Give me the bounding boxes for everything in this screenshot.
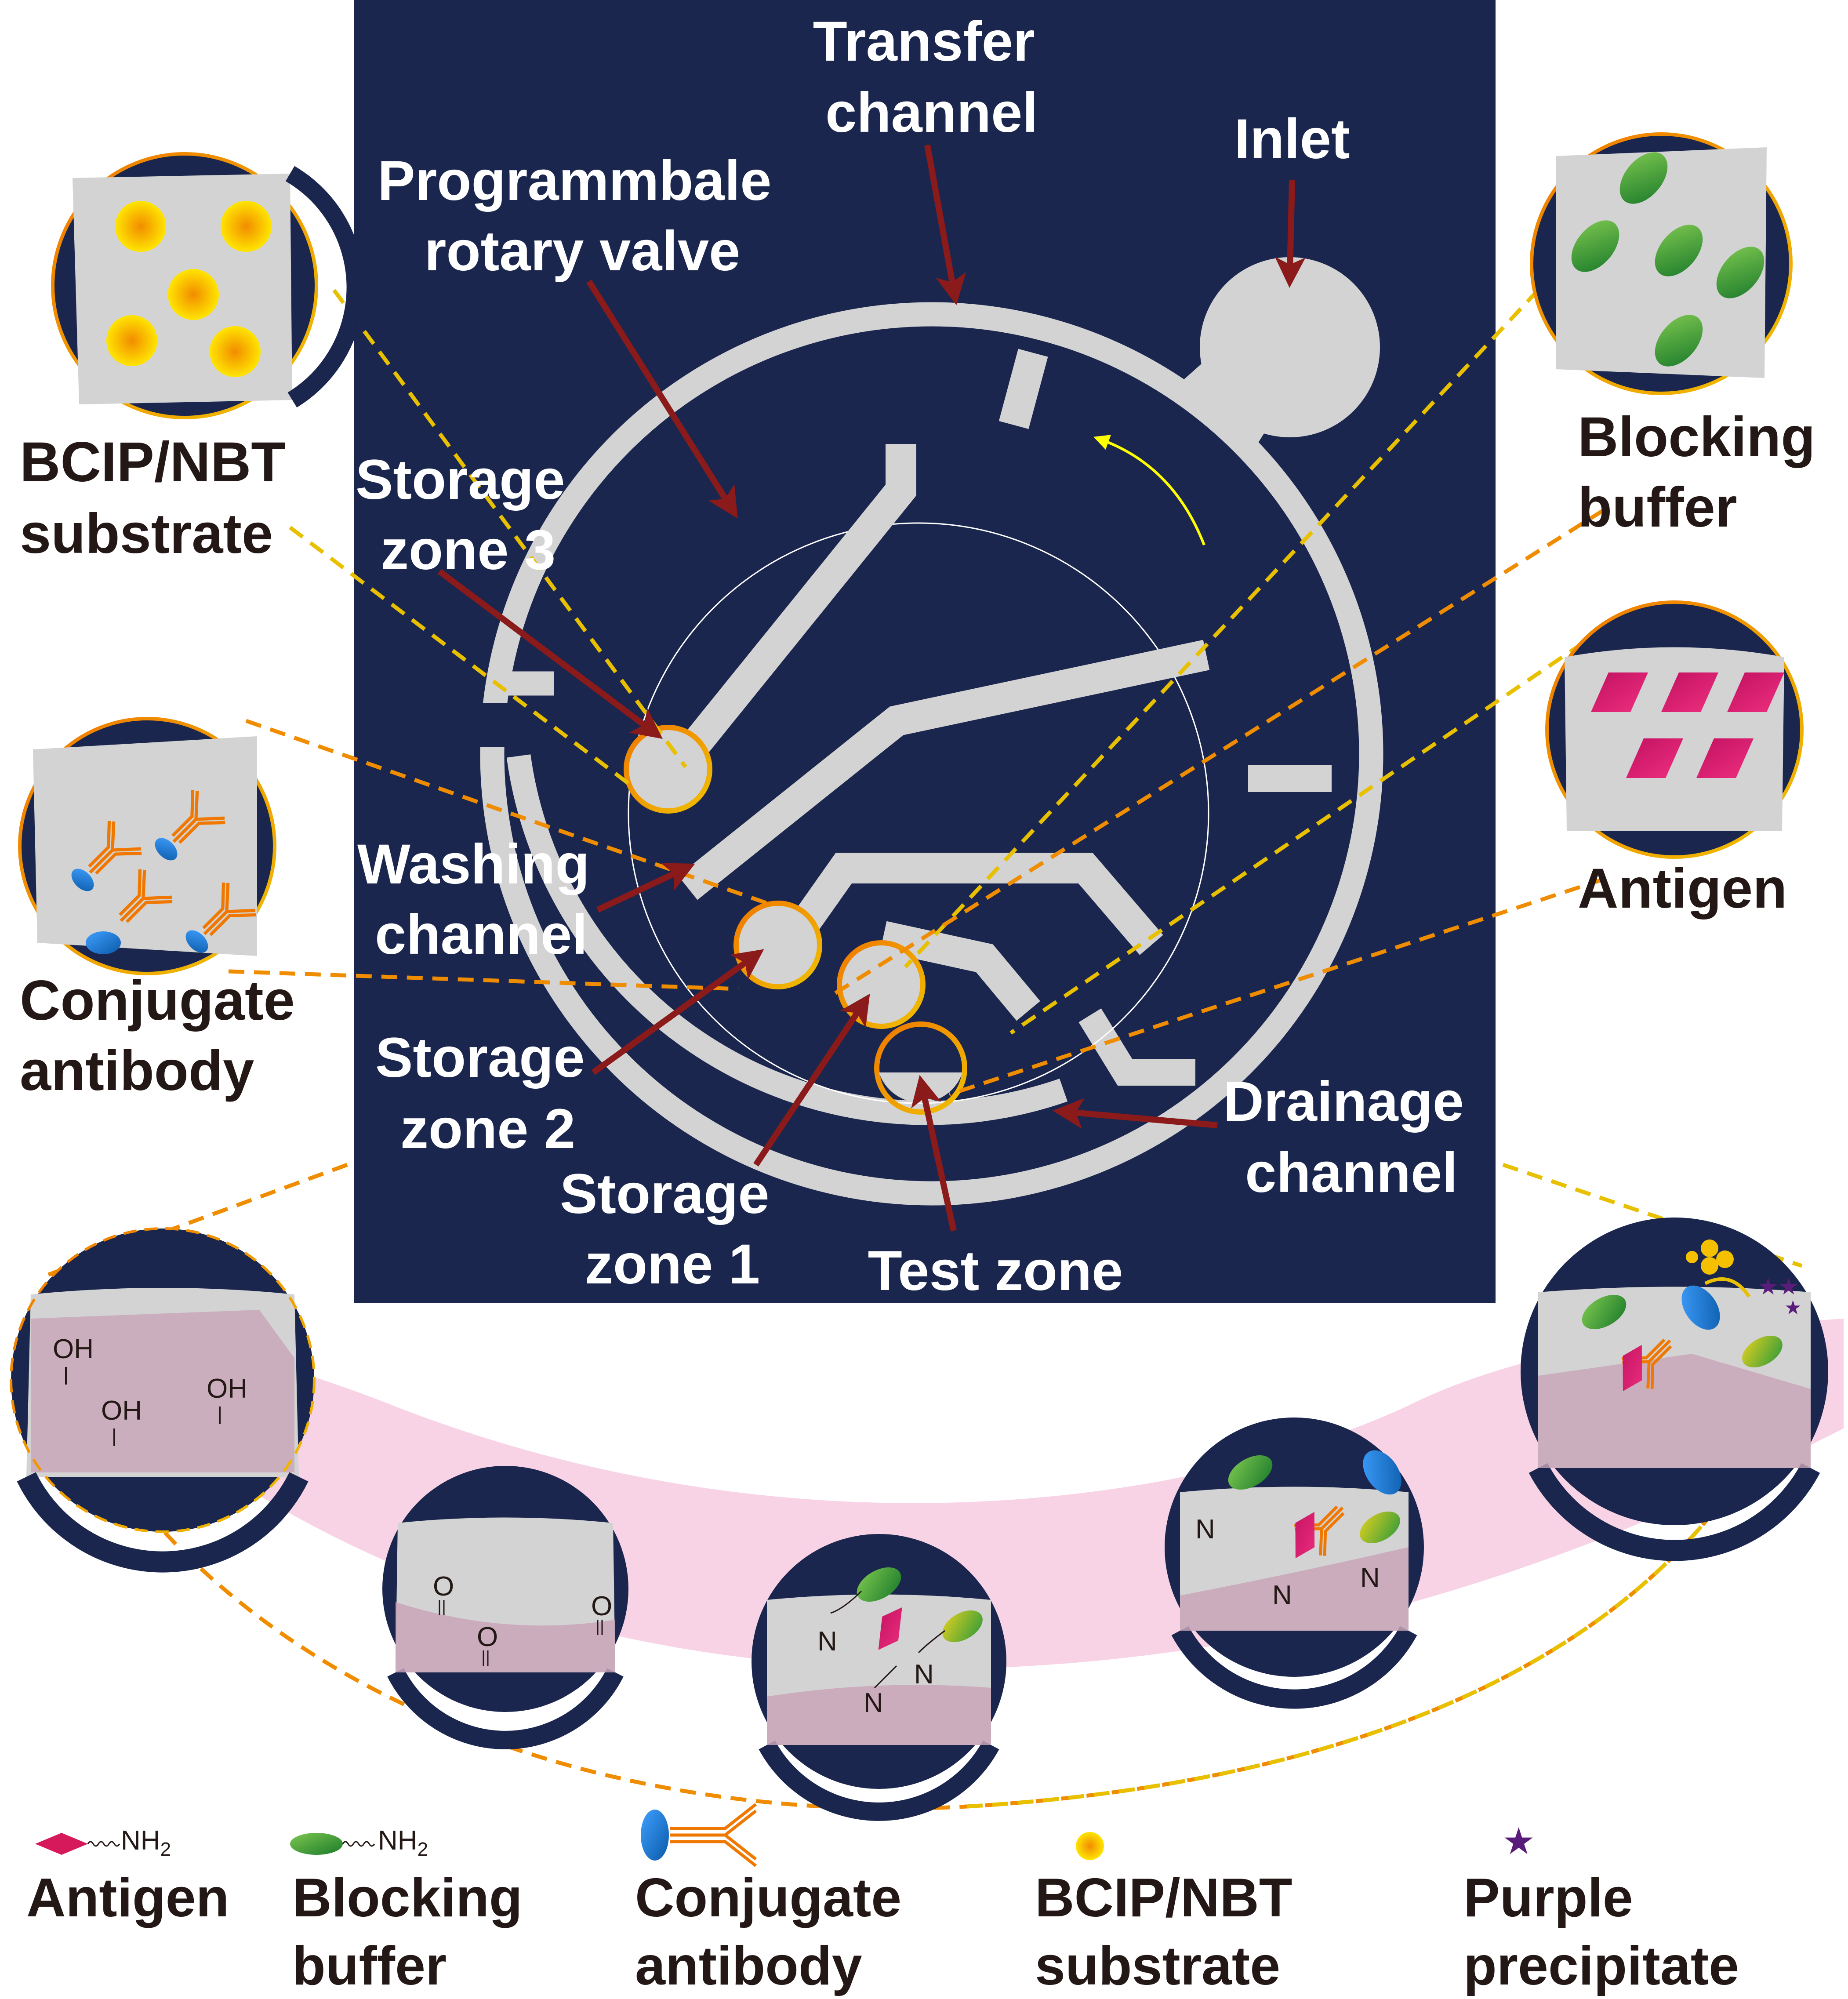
legend-bcip-label: BCIP/NBT substrate [1035, 1868, 1307, 1996]
inlet-label: Inlet [1234, 108, 1350, 171]
step-aldehyde-surface: O O O [382, 1466, 628, 1749]
antigen-inset [1545, 600, 1804, 859]
washing-channel-label: Washing channel [357, 833, 605, 966]
svg-text:O: O [591, 1591, 612, 1621]
drainage-channel [506, 754, 1068, 1125]
svg-text:OH: OH [101, 1396, 142, 1426]
storage-zone-2-label: Storage zone 2 [375, 1026, 600, 1160]
svg-text:★: ★ [1784, 1297, 1801, 1319]
svg-text:O: O [433, 1571, 454, 1602]
valve-label: Programmbale rotary valve [378, 149, 787, 283]
svg-text:O: O [477, 1622, 498, 1652]
legend-blocking-label: Blocking buffer [292, 1868, 537, 1996]
substrate-dot-icon [1076, 1832, 1104, 1860]
blocking-inset-label: Blocking buffer [1578, 406, 1831, 539]
legend-conjugate-label: Conjugate antibody [635, 1868, 917, 1996]
legend: NH2 Antigen NH2 Blocking buffer Conjugat… [26, 1803, 1739, 1996]
inlet-well [1200, 257, 1380, 437]
test-zone-label: Test zone [868, 1239, 1123, 1302]
transfer-channel-label: Transfer channel [813, 10, 1051, 144]
svg-text:★★: ★★ [1758, 1274, 1799, 1300]
svg-text:N: N [1272, 1580, 1292, 1610]
test-zone [874, 1021, 967, 1115]
svg-text:NH2: NH2 [378, 1825, 428, 1860]
storage-zone-3 [624, 725, 712, 814]
step-hydroxyl-surface: OH OH OH [10, 1227, 316, 1573]
bcip-inset [51, 152, 364, 419]
blocking-ellipse-icon [290, 1833, 343, 1855]
svg-text:OH: OH [53, 1334, 94, 1364]
step-antigen-blocking: N N N [752, 1534, 1006, 1821]
svg-text:NH2: NH2 [121, 1825, 171, 1860]
legend-purple-label: Purple precipitate [1463, 1868, 1739, 1996]
svg-text:OH: OH [207, 1374, 247, 1404]
svg-text:N: N [1360, 1563, 1380, 1593]
storage-zone-1-label: Storage zone 1 [560, 1163, 785, 1296]
antibody-icon [641, 1803, 757, 1867]
storage-zone-1 [837, 940, 926, 1029]
star-icon: ★ [1502, 1820, 1535, 1863]
antigen-diamond-icon [35, 1833, 88, 1855]
transfer-channel-ring [480, 302, 1383, 1206]
svg-text:N: N [864, 1688, 883, 1718]
legend-antigen-label: Antigen [26, 1868, 229, 1928]
storage-zone-2 [733, 901, 822, 989]
rotation-arrow [1093, 435, 1205, 546]
drainage-channel-label: Drainage channel [1223, 1070, 1479, 1204]
conjugate-inset-label: Conjugate antibody [20, 969, 310, 1102]
svg-text:N: N [914, 1659, 934, 1690]
conjugate-inset [18, 717, 276, 975]
step-precipitate: ★★ ★ [1521, 1218, 1828, 1561]
bcip-inset-label: BCIP/NBT substrate [20, 431, 301, 565]
svg-text:N: N [817, 1626, 837, 1657]
storage-zone-3-label: Storage zone 3 [356, 448, 581, 582]
antigen-inset-label: Antigen [1578, 857, 1787, 920]
label-arrows [437, 144, 1306, 1232]
microfluidic-chip [479, 257, 1383, 1206]
step-conjugate-bound: N N N [1165, 1417, 1424, 1709]
svg-text:N: N [1195, 1514, 1215, 1545]
blocking-inset [1530, 132, 1793, 395]
